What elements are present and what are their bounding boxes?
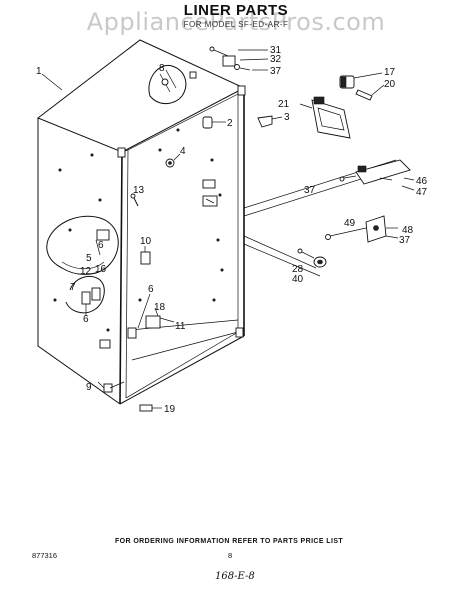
callout-37a: 37 bbox=[270, 66, 282, 77]
watermark: AppliancePartsPros.com bbox=[86, 8, 386, 36]
callout-47: 47 bbox=[416, 187, 428, 198]
left-side-wiring bbox=[46, 215, 119, 316]
page-title: LINER PARTS bbox=[183, 2, 289, 19]
callout-12: 12 bbox=[80, 266, 92, 277]
callout-6c: 6 bbox=[148, 284, 154, 295]
callout-7: 7 bbox=[70, 282, 76, 293]
callout-11: 11 bbox=[175, 321, 186, 332]
callout-1: 1 bbox=[36, 66, 42, 77]
callout-46: 46 bbox=[416, 176, 428, 187]
callout-48: 48 bbox=[402, 225, 414, 236]
callout-37c: 37 bbox=[399, 235, 411, 246]
callout-13: 13 bbox=[133, 185, 145, 196]
callout-2: 2 bbox=[227, 118, 233, 129]
callout-3: 3 bbox=[284, 112, 290, 123]
part-3-clip bbox=[257, 115, 283, 128]
callout-9: 9 bbox=[86, 382, 92, 393]
callout-5: 5 bbox=[86, 253, 92, 264]
callout-8: 8 bbox=[159, 63, 165, 74]
callout-37b: 37 bbox=[304, 185, 316, 196]
part-9-19-bottom bbox=[97, 339, 162, 412]
model-line: FOR MODEL SF-ED-AR-F bbox=[183, 20, 289, 29]
callout-20: 20 bbox=[384, 79, 396, 90]
callout-19: 19 bbox=[164, 404, 176, 415]
callout-labels: 1 2 3 4 5 6 6 6 7 8 9 10 11 12 13 16 17 … bbox=[36, 45, 428, 415]
callout-10: 10 bbox=[140, 236, 152, 247]
callout-leaders bbox=[41, 73, 125, 389]
callout-17: 17 bbox=[384, 67, 396, 78]
callout-49: 49 bbox=[344, 218, 356, 229]
callout-18: 18 bbox=[154, 302, 166, 313]
callout-6a: 6 bbox=[98, 240, 104, 251]
liner-side-labels bbox=[202, 179, 218, 207]
liner-cabinet bbox=[37, 39, 246, 405]
callout-40: 40 bbox=[292, 274, 304, 285]
page-number: 8 bbox=[228, 551, 233, 560]
document-number: 877316 bbox=[32, 551, 58, 560]
ordering-info-text: FOR ORDERING INFORMATION REFER TO PARTS … bbox=[115, 538, 344, 545]
part-17-20-knob bbox=[339, 72, 385, 101]
part-48-hinge-assembly bbox=[297, 215, 399, 268]
callout-4: 4 bbox=[180, 146, 186, 157]
part-18-11-latch bbox=[127, 293, 175, 339]
callout-32: 32 bbox=[270, 54, 282, 65]
callout-21: 21 bbox=[278, 99, 290, 110]
callout-31: 31 bbox=[270, 45, 282, 56]
part-2-socket bbox=[202, 116, 226, 129]
part-13-screw bbox=[130, 193, 139, 207]
part-10-bracket bbox=[140, 246, 151, 265]
liner-holes bbox=[53, 128, 224, 332]
part-4-fastener bbox=[165, 153, 181, 168]
callout-6b: 6 bbox=[83, 314, 89, 325]
part-8-wiring bbox=[148, 64, 197, 104]
handwritten-note: 168-E-8 bbox=[215, 571, 255, 582]
callout-28: 28 bbox=[292, 264, 304, 275]
part-31-32-bracket bbox=[209, 46, 269, 71]
callout-16: 16 bbox=[95, 264, 107, 275]
part-46-47-bracket bbox=[339, 159, 415, 191]
part-21-control-housing bbox=[299, 96, 351, 139]
